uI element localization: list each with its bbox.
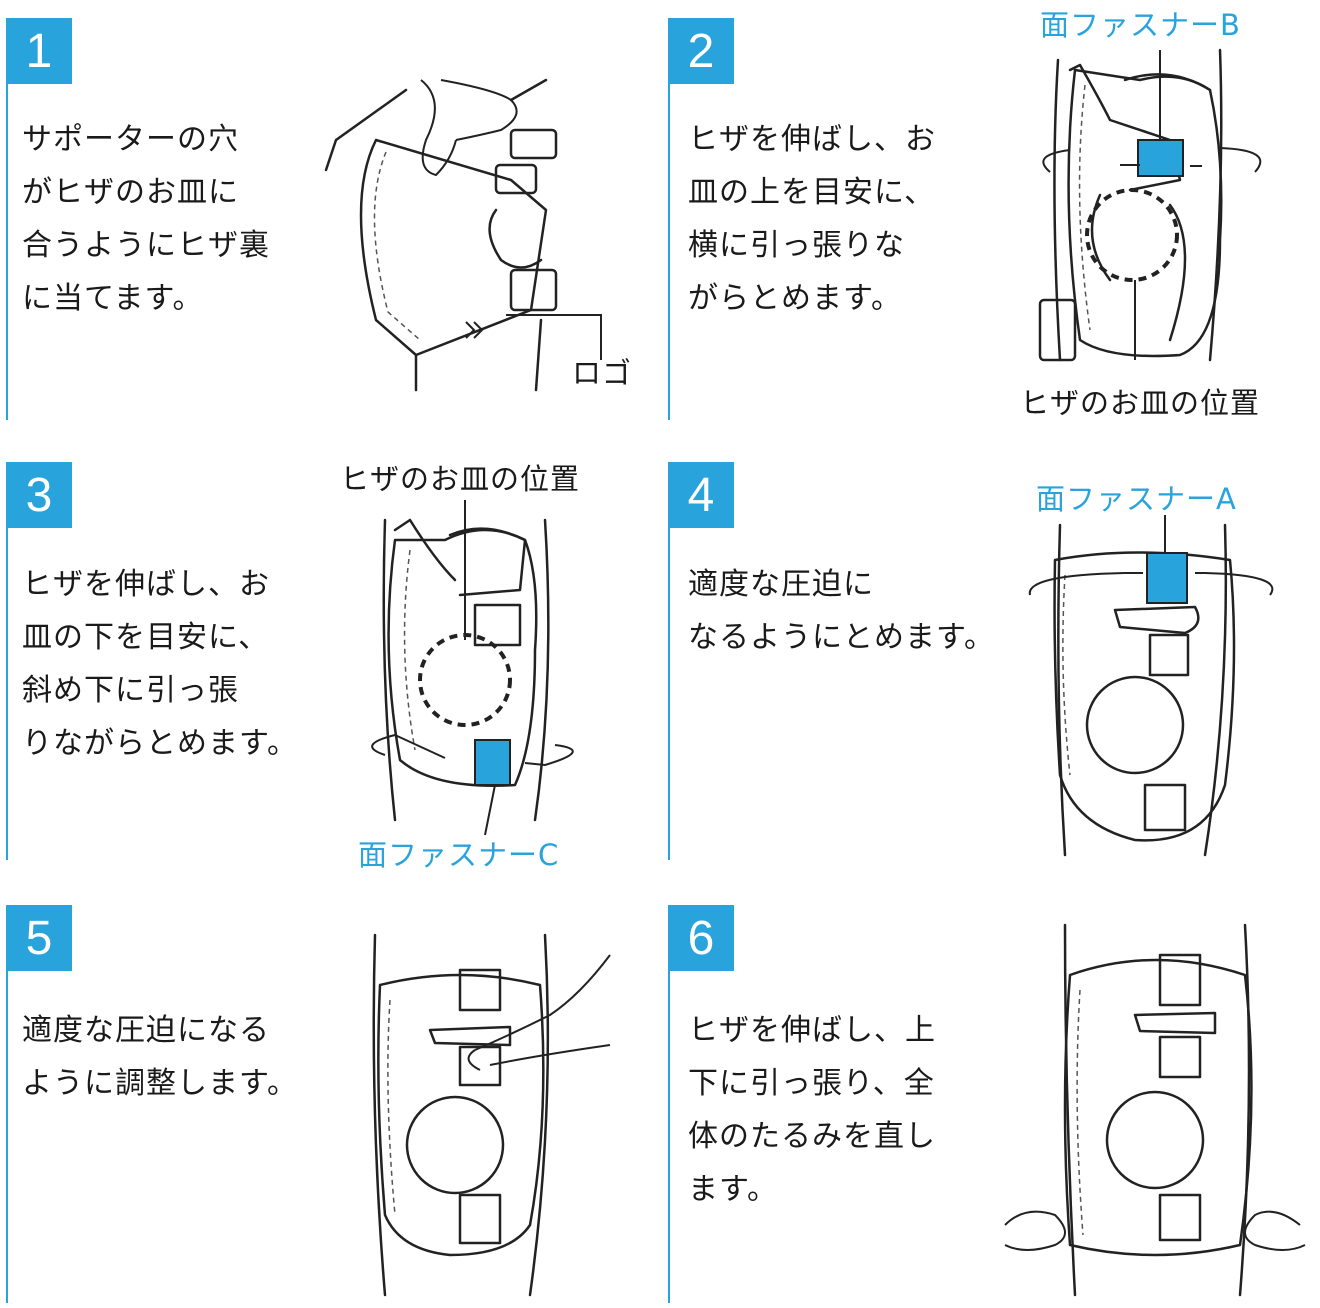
step-6-instructions: ヒザを伸ばし、上 下に引っ張り、全 体のたるみを直し ます。 <box>688 1013 936 1207</box>
step-3-fastener-label: 面ファスナーC <box>358 838 560 872</box>
step-4-instructions: 適度な圧迫に なるようにとめます。 <box>688 567 995 655</box>
step-3-illustration <box>371 500 574 836</box>
step-1-divider <box>6 18 8 420</box>
step-3-kneecap-label: ヒザのお皿の位置 <box>340 462 581 496</box>
step-4-divider <box>668 462 670 860</box>
step-5-divider <box>6 905 8 1303</box>
step-2-fastener-label: 面ファスナーB <box>1040 8 1241 42</box>
step-4-illustration <box>1028 515 1274 857</box>
step-1-logo-label: ロゴ <box>572 356 633 390</box>
step-5-number: 5 <box>6 905 72 971</box>
step-5-illustration <box>372 933 611 1297</box>
step-1-number: 1 <box>6 18 72 84</box>
step-5-instructions: 適度な圧迫になる ように調整します。 <box>22 1013 298 1101</box>
step-3-divider <box>6 462 8 860</box>
step-2-illustration <box>1038 48 1262 362</box>
step-2-instructions: ヒザを伸ばし、お 皿の上を目安に、 横に引っ張りな がらとめます。 <box>688 122 936 316</box>
step-1-instructions: サポーターの穴 がヒザのお皿に 合うようにヒザ裏 に当てます。 <box>22 122 270 316</box>
step-2-number: 2 <box>668 18 734 84</box>
step-2-kneecap-label: ヒザのお皿の位置 <box>1020 386 1261 420</box>
step-4-fastener-label: 面ファスナーA <box>1036 482 1237 516</box>
step-6-illustration <box>1004 923 1306 1297</box>
step-3-number: 3 <box>6 462 72 528</box>
step-6-divider <box>668 905 670 1303</box>
step-3-instructions: ヒザを伸ばし、お 皿の下を目安に、 斜め下に引っ張 りながらとめます。 <box>22 567 298 761</box>
step-2-divider <box>668 18 670 420</box>
step-4-number: 4 <box>668 462 734 528</box>
step-6-number: 6 <box>668 905 734 971</box>
step-1-illustration <box>324 78 602 392</box>
